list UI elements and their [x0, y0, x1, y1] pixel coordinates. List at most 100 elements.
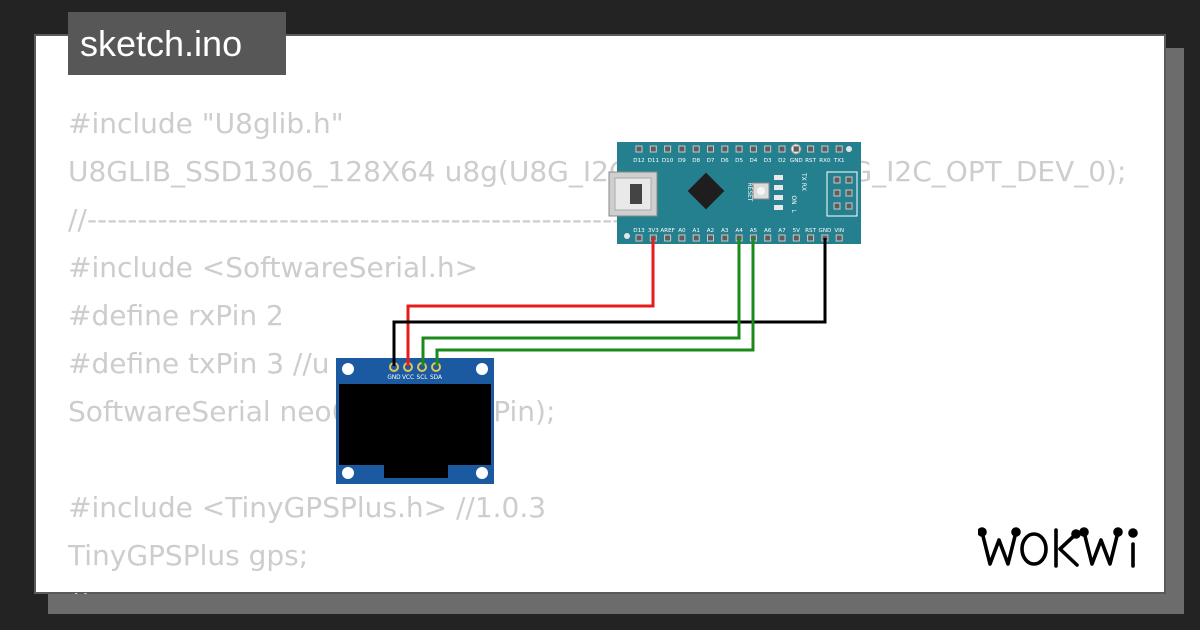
arduino-bottom-pin-label: RST: [805, 228, 816, 234]
reset-label: RESET: [746, 182, 753, 202]
led-l: [774, 205, 783, 210]
arduino-bottom-pin-label: VIN: [834, 228, 844, 234]
oled-pin-label: GND: [387, 375, 401, 381]
arduino-bottom-pin-label: A0: [678, 228, 686, 234]
arduino-top-pin-d6[interactable]: [721, 145, 729, 153]
arduino-bottom-pin-label: A7: [778, 228, 786, 234]
arduino-top-pin-d11[interactable]: [649, 145, 657, 153]
code-line: SoftwareSerial neo6m(rxPin,txPin);: [68, 395, 556, 428]
mounting-hole: [476, 363, 488, 375]
arduino-top-pin-d10[interactable]: [664, 145, 672, 153]
arduino-top-pin-label: D6: [721, 158, 729, 164]
icsp-pins: [833, 176, 853, 210]
arduino-top-pin-label: RX0: [819, 158, 831, 164]
arduino-bottom-pin-label: 5V: [793, 228, 801, 234]
arduino-bottom-pin-label: A4: [735, 228, 743, 234]
arduino-top-pin-label: D9: [678, 158, 686, 164]
oled-pin-label: SCL: [417, 375, 429, 381]
code-card: [34, 34, 1166, 594]
arduino-top-pin-d8[interactable]: [692, 145, 700, 153]
arduino-bottom-pin-label: A1: [693, 228, 701, 234]
arduino-bottom-pin-label: AREF: [660, 228, 674, 234]
arduino-board: [617, 142, 861, 244]
icsp-pin: [833, 189, 841, 197]
arduino-top-pin-rst[interactable]: [807, 145, 815, 153]
code-line: #include <SoftwareSerial.h>: [68, 251, 479, 284]
arduino-bottom-pin-a6[interactable]: [764, 234, 772, 242]
arduino-top-pin-d12[interactable]: [635, 145, 643, 153]
on-label: ON: [790, 195, 797, 204]
mounting-hole: [846, 146, 852, 152]
icsp-header: [826, 171, 858, 217]
icsp-pin: [845, 189, 853, 197]
arduino-top-pin-d7[interactable]: [707, 145, 714, 153]
arduino-bottom-pin-label: A5: [750, 228, 758, 234]
arduino-top-pin-label: D12: [633, 158, 644, 164]
oled-pin-label: SDA: [430, 375, 442, 381]
code-line: #include "U8glib.h": [68, 107, 344, 140]
arduino-top-pin-d9[interactable]: [678, 145, 686, 153]
arduino-bottom-pin-label: A6: [764, 228, 772, 234]
code-line: TinyGPSPlus gps;: [68, 539, 309, 572]
arduino-bottom-pin-5v[interactable]: [792, 234, 800, 242]
arduino-top-pin-d4[interactable]: [749, 145, 757, 153]
arduino-top-pin-label: RST: [805, 158, 816, 164]
arduino-top-pin-label: GND: [790, 158, 803, 164]
arduino-bottom-pin-rst[interactable]: [807, 234, 815, 242]
usb-slot: [630, 184, 642, 204]
oled-ribbon: [384, 465, 448, 478]
arduino-top-pin-gnd[interactable]: [792, 145, 800, 153]
mcu-chip: [687, 172, 725, 210]
file-tab[interactable]: sketch.ino: [68, 12, 286, 75]
code-line: #include <TinyGPSPlus.h> //1.0.3: [68, 491, 547, 524]
arduino-top-pin-tx1[interactable]: [835, 145, 843, 153]
wokwi-logo: [978, 527, 1138, 568]
arduino-top-pin-rx0[interactable]: [821, 145, 829, 153]
l-label: L: [790, 209, 797, 213]
arduino-bottom-pin-a3[interactable]: [721, 234, 729, 242]
wire-a4-sda[interactable]: [421, 238, 741, 366]
arduino-bottom-pin-a0[interactable]: [678, 234, 686, 242]
code-line: //: [68, 580, 1132, 594]
arduino-top-pin-label: TX1: [833, 158, 845, 164]
arduino-top-pin-label: D7: [707, 158, 715, 164]
txrx-label: TX RX: [800, 172, 807, 191]
arduino-bottom-pin-label: A3: [721, 228, 729, 234]
code-line: #define txPin 3 //u: [68, 347, 330, 380]
arduino-top-pin-d5[interactable]: [735, 145, 743, 153]
icsp-pin: [833, 202, 841, 210]
arduino-top-pin-label: D10: [662, 158, 674, 164]
wire-3v3-vcc[interactable]: [406, 238, 655, 366]
icsp-pin: [833, 176, 841, 184]
arduino-bottom-pin-aref[interactable]: [664, 234, 672, 242]
led-on: [774, 195, 783, 200]
wire-a5-scl[interactable]: [435, 238, 755, 366]
arduino-bottom-pin-label: D13: [633, 228, 645, 234]
arduino-bottom-pin-vin[interactable]: [835, 234, 843, 242]
arduino-top-pin-label: D4: [749, 158, 757, 164]
led-tx: [774, 175, 783, 180]
arduino-top-pin-label: D8: [692, 158, 700, 164]
arduino-bottom-pin-a1[interactable]: [692, 234, 700, 242]
mounting-hole: [624, 233, 630, 239]
icsp-pin: [845, 202, 853, 210]
arduino-bottom-pin-label: GND: [818, 228, 831, 234]
arduino-top-pin-d3[interactable]: [764, 145, 772, 153]
arduino-bottom-pin-label: 3V3: [648, 228, 659, 234]
arduino-top-pin-label: D3: [764, 158, 772, 164]
oled-screen: [339, 384, 491, 465]
arduino-bottom-pin-label: A2: [707, 228, 714, 234]
arduino-bottom-pin-a7[interactable]: [778, 234, 786, 242]
arduino-top-pin-label: D11: [648, 158, 660, 164]
code-line: #define rxPin 2: [68, 299, 284, 332]
mounting-hole: [476, 467, 488, 479]
arduino-bottom-pin-d13[interactable]: [635, 234, 643, 242]
oled-pin-label: VCC: [402, 375, 414, 381]
arduino-bottom-pin-a2[interactable]: [707, 234, 714, 242]
wire-gnd-gnd[interactable]: [392, 238, 827, 366]
arduino-top-pin-d2[interactable]: [778, 145, 786, 153]
